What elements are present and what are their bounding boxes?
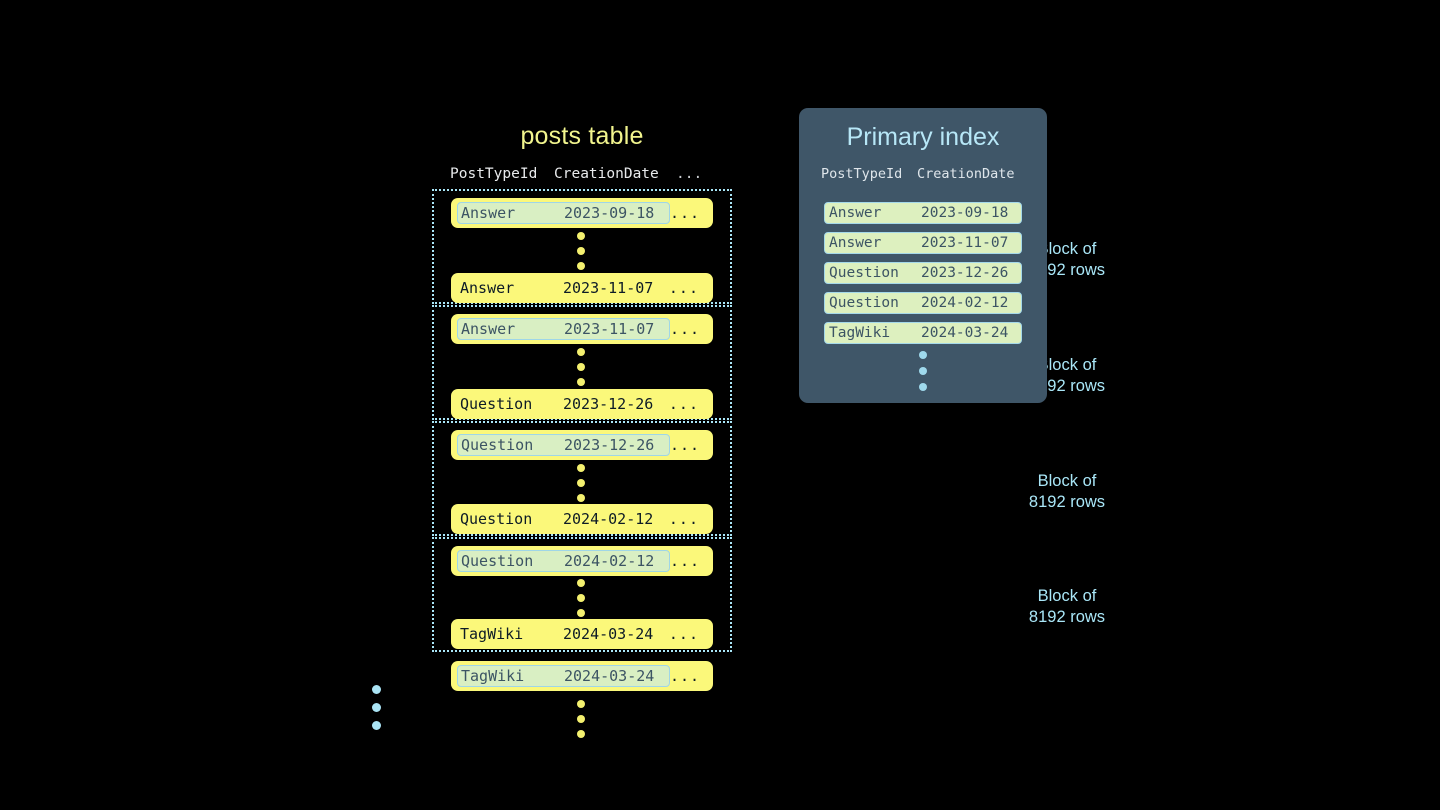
block-3-label: Block of 8192 rows bbox=[1002, 471, 1132, 513]
cell-posttypeid: Question bbox=[829, 265, 899, 281]
table-row[interactable]: Question 2024-02-12 ... bbox=[451, 504, 713, 534]
cell-creationdate: 2024-03-24 bbox=[921, 325, 1009, 341]
table-ellipsis-dots bbox=[575, 700, 587, 738]
cell-posttypeid: Answer bbox=[461, 320, 516, 338]
block-1-label: Block of 8192 rows bbox=[1002, 239, 1132, 281]
table-row[interactable]: TagWiki 2024-03-24 ... bbox=[451, 619, 713, 649]
cell-posttypeid: Answer bbox=[460, 279, 515, 297]
index-column-header-creationdate: CreationDate bbox=[917, 166, 1015, 182]
cell-ellipsis: ... bbox=[668, 625, 699, 643]
posts-table-title: posts table bbox=[520, 122, 644, 150]
block-4 bbox=[432, 537, 732, 652]
block-2 bbox=[432, 305, 732, 420]
table-row[interactable]: Question 2023-12-26 ... bbox=[451, 389, 713, 419]
row-highlight-chip: TagWiki 2024-03-24 bbox=[457, 665, 670, 687]
column-header-posttypeid: PostTypeId bbox=[450, 166, 538, 182]
row-highlight-chip: Answer 2023-11-07 bbox=[457, 318, 670, 340]
row-highlight-chip: Question 2023-12-26 bbox=[457, 434, 670, 456]
block-1-label-line2: 8192 rows bbox=[1028, 261, 1106, 279]
cell-creationdate: 2024-03-24 bbox=[563, 625, 654, 643]
block-3 bbox=[432, 421, 732, 536]
cell-creationdate: 2023-12-26 bbox=[564, 436, 655, 454]
table-row[interactable]: Answer 2023-11-07 ... bbox=[451, 314, 713, 344]
row-ellipsis-dots bbox=[575, 579, 587, 617]
table-row[interactable]: Answer 2023-09-18 ... bbox=[451, 198, 713, 228]
cell-creationdate: 2023-11-07 bbox=[921, 235, 1009, 251]
table-row[interactable]: Question 2024-02-12 ... bbox=[451, 546, 713, 576]
cell-ellipsis: ... bbox=[670, 204, 701, 222]
table-row[interactable]: TagWiki 2024-03-24 ... bbox=[451, 661, 713, 691]
block-3-label-line1: Block of bbox=[1037, 472, 1097, 490]
row-cells: Question 2024-02-12 bbox=[457, 508, 668, 530]
posts-table-column-headers: PostTypeId CreationDate ... bbox=[450, 166, 714, 182]
cell-ellipsis: ... bbox=[668, 510, 699, 528]
index-row[interactable]: TagWiki 2024-03-24 bbox=[824, 322, 1022, 344]
block-4-label-line2: 8192 rows bbox=[1028, 608, 1106, 626]
cell-creationdate: 2024-02-12 bbox=[564, 552, 655, 570]
table-row[interactable]: Question 2023-12-26 ... bbox=[451, 430, 713, 460]
cell-creationdate: 2024-02-12 bbox=[563, 510, 654, 528]
cell-creationdate: 2023-12-26 bbox=[921, 265, 1009, 281]
row-cells: TagWiki 2024-03-24 bbox=[457, 623, 668, 645]
index-rows-list: Answer 2023-09-18 Answer 2023-11-07 Ques… bbox=[824, 202, 1022, 352]
cell-posttypeid: Question bbox=[461, 436, 534, 454]
cell-posttypeid: TagWiki bbox=[460, 625, 524, 643]
cell-creationdate: 2024-03-24 bbox=[564, 667, 655, 685]
index-column-headers: PostTypeId CreationDate bbox=[821, 166, 1031, 182]
block-1-label-line1: Block of bbox=[1037, 240, 1097, 258]
index-ellipsis-dots bbox=[799, 351, 1047, 391]
block-1 bbox=[432, 189, 732, 304]
cell-ellipsis: ... bbox=[670, 667, 701, 685]
column-header-creationdate: CreationDate bbox=[554, 166, 659, 182]
block-4-label: Block of 8192 rows bbox=[1002, 586, 1132, 628]
cell-ellipsis: ... bbox=[670, 552, 701, 570]
cell-posttypeid: Answer bbox=[829, 205, 882, 221]
column-header-ellipsis: ... bbox=[676, 166, 703, 182]
block-2-label: Block of 8192 rows bbox=[1002, 355, 1132, 397]
cell-posttypeid: Question bbox=[829, 295, 899, 311]
cell-creationdate: 2023-09-18 bbox=[921, 205, 1009, 221]
row-ellipsis-dots bbox=[575, 232, 587, 270]
row-highlight-chip: Question 2024-02-12 bbox=[457, 550, 670, 572]
cell-posttypeid: Question bbox=[460, 510, 533, 528]
cell-posttypeid: Answer bbox=[829, 235, 882, 251]
cell-creationdate: 2024-02-12 bbox=[921, 295, 1009, 311]
cell-creationdate: 2023-12-26 bbox=[563, 395, 654, 413]
cell-creationdate: 2023-09-18 bbox=[564, 204, 655, 222]
row-cells: Question 2023-12-26 bbox=[457, 393, 668, 415]
index-row[interactable]: Question 2024-02-12 bbox=[824, 292, 1022, 314]
index-row[interactable]: Answer 2023-09-18 bbox=[824, 202, 1022, 224]
block-3-label-line2: 8192 rows bbox=[1028, 493, 1106, 511]
block-2-label-line2: 8192 rows bbox=[1028, 377, 1106, 395]
block-4-label-line1: Block of bbox=[1037, 587, 1097, 605]
cell-creationdate: 2023-11-07 bbox=[563, 279, 654, 297]
cell-ellipsis: ... bbox=[670, 320, 701, 338]
index-row[interactable]: Answer 2023-11-07 bbox=[824, 232, 1022, 254]
cell-ellipsis: ... bbox=[668, 279, 699, 297]
row-highlight-chip: Answer 2023-09-18 bbox=[457, 202, 670, 224]
cell-posttypeid: Answer bbox=[461, 204, 516, 222]
row-cells: Answer 2023-11-07 bbox=[457, 277, 668, 299]
blocks-ellipsis-dots bbox=[370, 685, 382, 730]
primary-index-title: Primary index bbox=[846, 123, 1000, 151]
primary-index-panel: Primary index PostTypeId CreationDate An… bbox=[799, 108, 1047, 403]
table-row[interactable]: Answer 2023-11-07 ... bbox=[451, 273, 713, 303]
index-column-header-posttypeid: PostTypeId bbox=[821, 166, 903, 182]
cell-posttypeid: TagWiki bbox=[461, 667, 525, 685]
cell-posttypeid: Question bbox=[460, 395, 533, 413]
cell-posttypeid: TagWiki bbox=[829, 325, 891, 341]
block-2-label-line1: Block of bbox=[1037, 356, 1097, 374]
row-ellipsis-dots bbox=[575, 464, 587, 502]
cell-ellipsis: ... bbox=[668, 395, 699, 413]
index-row[interactable]: Question 2023-12-26 bbox=[824, 262, 1022, 284]
cell-posttypeid: Question bbox=[461, 552, 534, 570]
row-ellipsis-dots bbox=[575, 348, 587, 386]
cell-ellipsis: ... bbox=[670, 436, 701, 454]
cell-creationdate: 2023-11-07 bbox=[564, 320, 655, 338]
